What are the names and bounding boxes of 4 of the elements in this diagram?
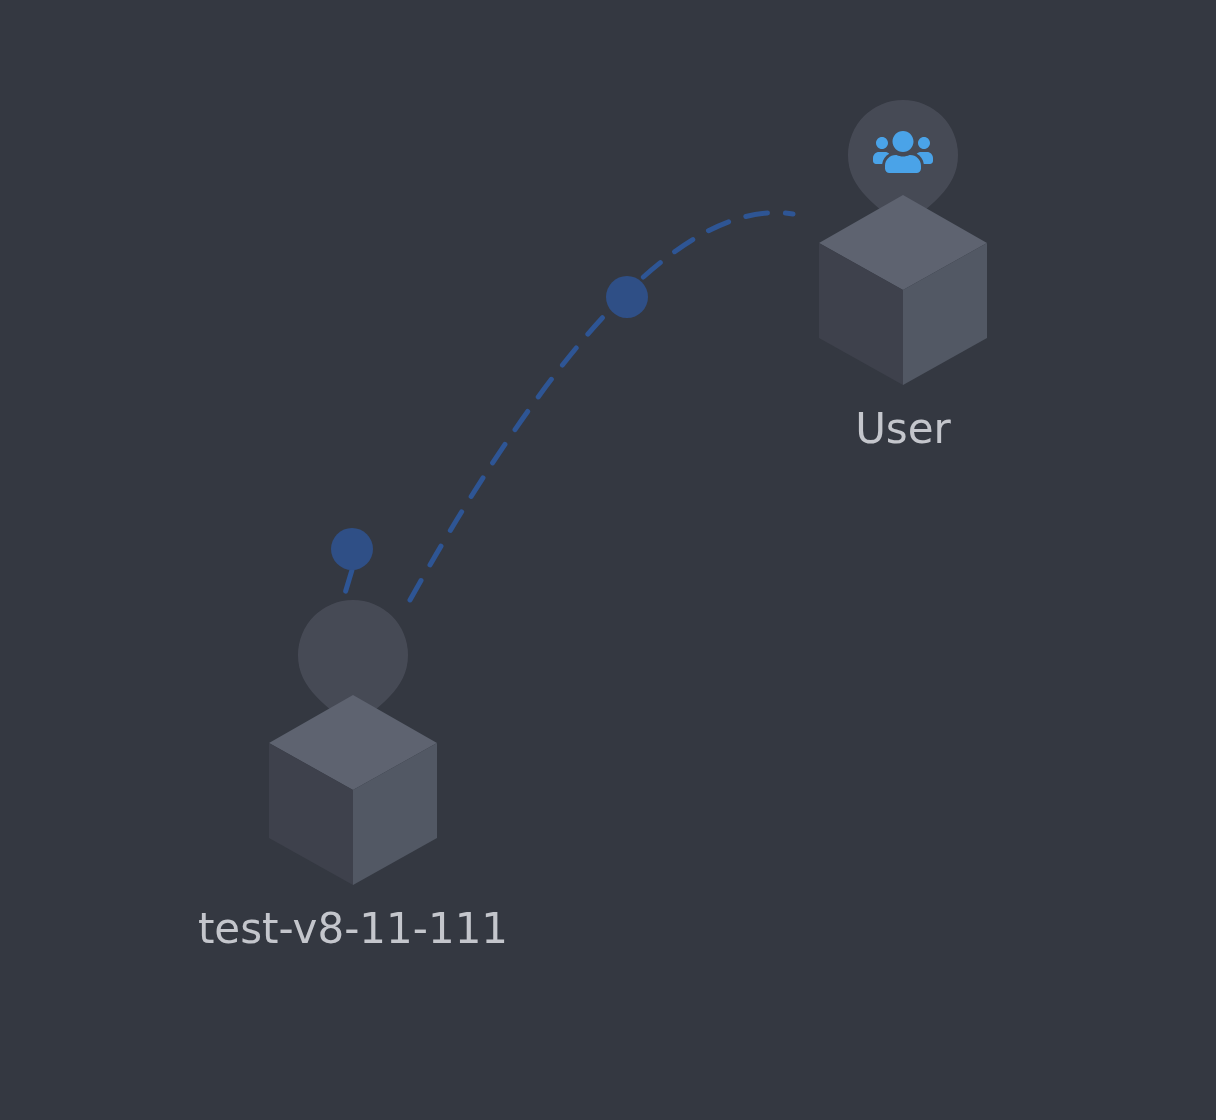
node-label: User <box>855 404 951 455</box>
node-label: test-v8-11-111 <box>197 904 509 955</box>
dashed-connector <box>407 210 796 603</box>
endpoint-dot <box>331 528 373 570</box>
